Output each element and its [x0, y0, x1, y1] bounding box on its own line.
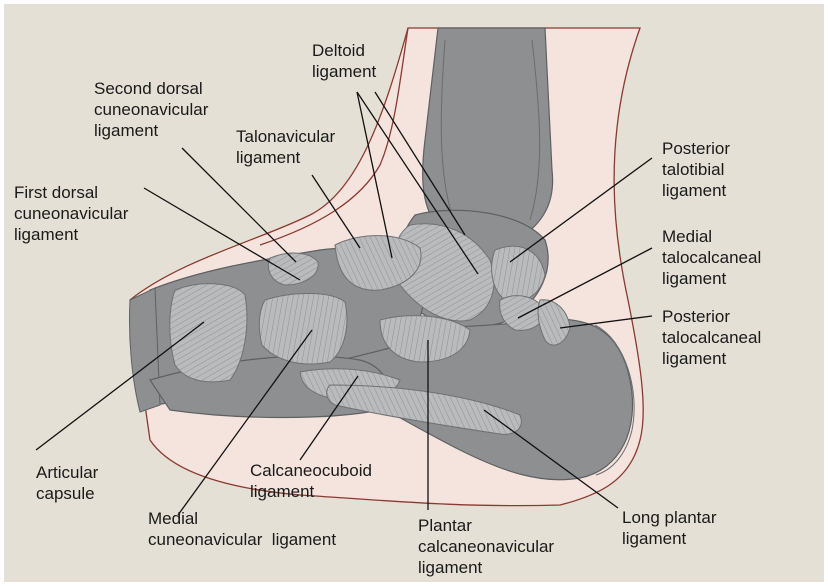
label-articular-capsule: Articular capsule	[36, 462, 98, 504]
label-medial-cuneonavicular: Medial cuneonavicular ligament	[148, 508, 336, 550]
label-plantar-calcaneonavicular: Plantar calcaneonavicular ligament	[418, 515, 554, 578]
label-talonavicular-ligament: Talonavicular ligament	[236, 126, 335, 168]
label-first-dorsal-cuneonavicular: First dorsal cuneonavicular ligament	[14, 182, 128, 245]
label-posterior-talocalcaneal: Posterior talocalcaneal ligament	[662, 306, 761, 369]
label-medial-talocalcaneal: Medial talocalcaneal ligament	[662, 226, 761, 289]
articular-capsule	[170, 284, 247, 382]
label-long-plantar-ligament: Long plantar ligament	[622, 507, 717, 549]
label-deltoid-ligament: Deltoid ligament	[312, 40, 376, 82]
label-calcaneocuboid-ligament: Calcaneocuboid ligament	[250, 460, 372, 502]
label-posterior-talotibial: Posterior talotibial ligament	[662, 138, 730, 201]
label-second-dorsal-cuneonavicular: Second dorsal cuneonavicular ligament	[94, 78, 208, 141]
medial-cuneonavicular-ligament	[259, 294, 347, 365]
metatarsal-bones	[129, 288, 160, 412]
